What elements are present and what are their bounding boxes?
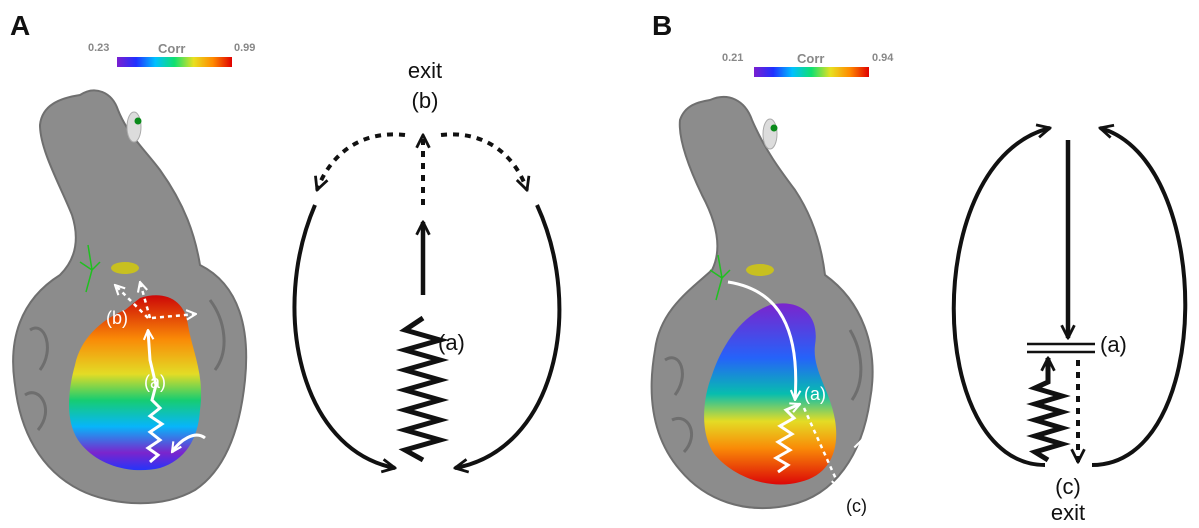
colorbar-min-a: 0.23 [88,42,109,54]
dotted-right-arrow-a [441,134,527,190]
panel-a-map [13,90,246,503]
colorbar-max-b: 0.94 [872,52,893,64]
exit-label-b: (c) [1038,474,1098,500]
block-label-b: (a) [1100,332,1127,358]
yellow-patch-a [111,262,139,274]
zigzag-up-arrow-b [1035,358,1062,460]
slow-conduction-label-a: (a) [438,330,465,356]
colorbar-b [754,67,869,77]
dotted-left-arrow-a [317,134,405,190]
electrode-dot-b [771,125,778,132]
panel-b-map [652,97,873,508]
map-label-a-b: (a) [804,384,826,405]
left-loop-arc-b [954,128,1050,465]
panel-a-diagram [294,134,559,468]
map-label-b-a: (b) [106,308,128,329]
exit-label-a: (b) [390,88,460,114]
right-loop-arc-b [1092,128,1185,465]
colorbar-max-a: 0.99 [234,42,255,54]
catheter-marker-a [127,112,141,142]
colorbar-title-a: Corr [158,41,185,56]
map-label-a-a: (a) [144,372,166,393]
right-loop-arc-a [455,205,559,468]
map-label-c-b: (c) [846,496,867,517]
panel-letter-a: A [10,10,30,42]
colorbar-a [117,57,232,67]
yellow-patch-b [746,264,774,276]
catheter-marker-b [763,119,777,149]
panel-b-diagram [954,128,1186,465]
exit-word-b: exit [1038,500,1098,526]
colorbar-min-b: 0.21 [722,52,743,64]
left-loop-arc-a [294,205,395,468]
panel-letter-b: B [652,10,672,42]
exit-word-a: exit [390,58,460,84]
zigzag-slow-conduction-a [405,318,440,460]
electrode-dot-a [135,118,142,125]
colorbar-title-b: Corr [797,51,824,66]
